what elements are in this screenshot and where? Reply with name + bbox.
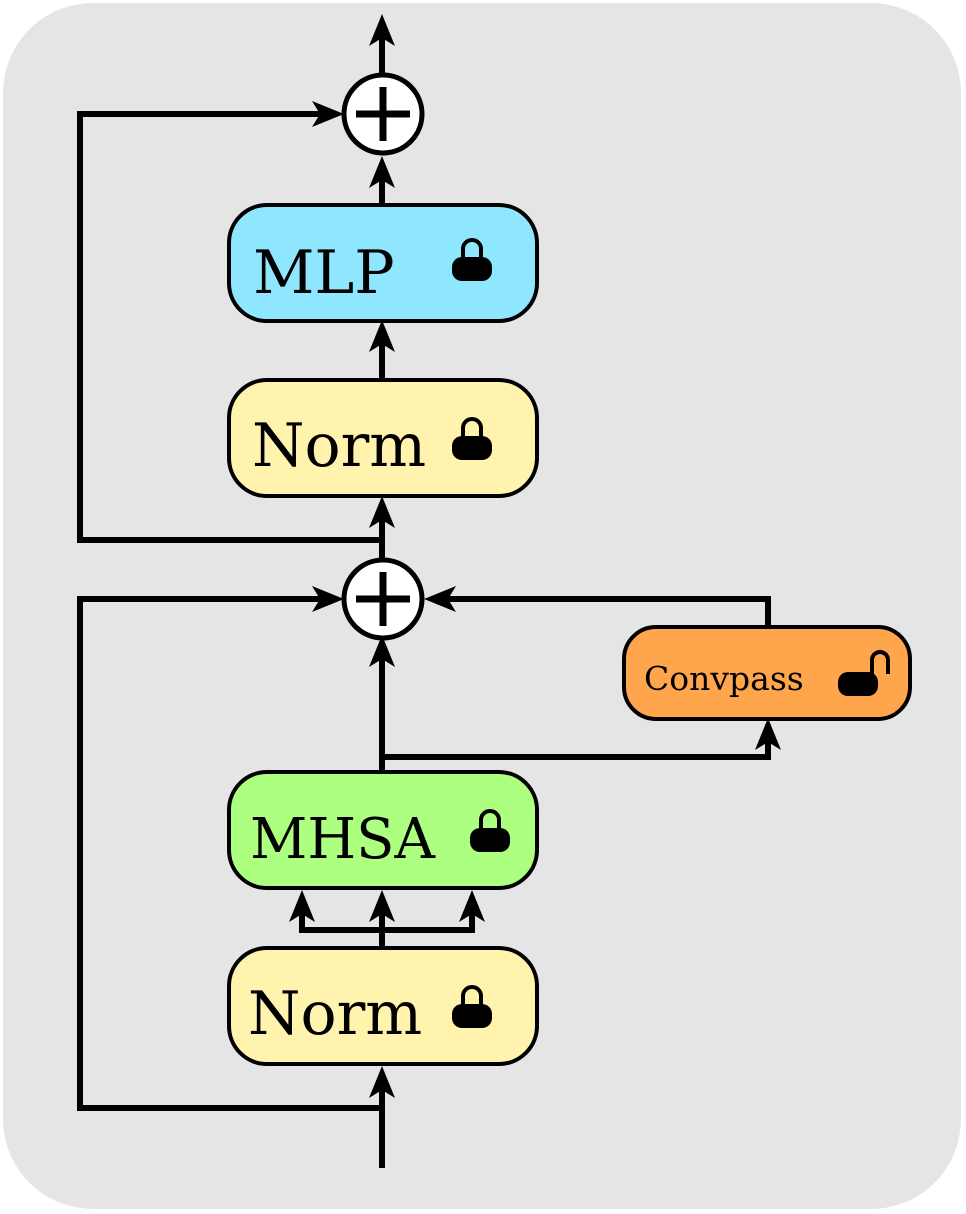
convpass-label: Convpass (644, 659, 804, 698)
norm-bottom-block: Norm (227, 946, 539, 1066)
mhsa-label: MHSA (250, 807, 436, 872)
plus-icon (356, 572, 410, 626)
norm-bottom-label: Norm (248, 979, 422, 1049)
mlp-block: MLP (227, 203, 539, 323)
norm-top-block: Norm (227, 378, 539, 498)
convpass-block: Convpass (622, 625, 912, 721)
plus-icon (356, 87, 410, 141)
arrowheads (289, 14, 781, 1098)
mlp-label: MLP (253, 238, 395, 308)
add-node-bottom (341, 557, 425, 641)
mhsa-block: MHSA (227, 770, 539, 890)
arrow-output (369, 14, 395, 46)
add-node-top (341, 72, 425, 156)
norm-top-label: Norm (252, 411, 426, 481)
